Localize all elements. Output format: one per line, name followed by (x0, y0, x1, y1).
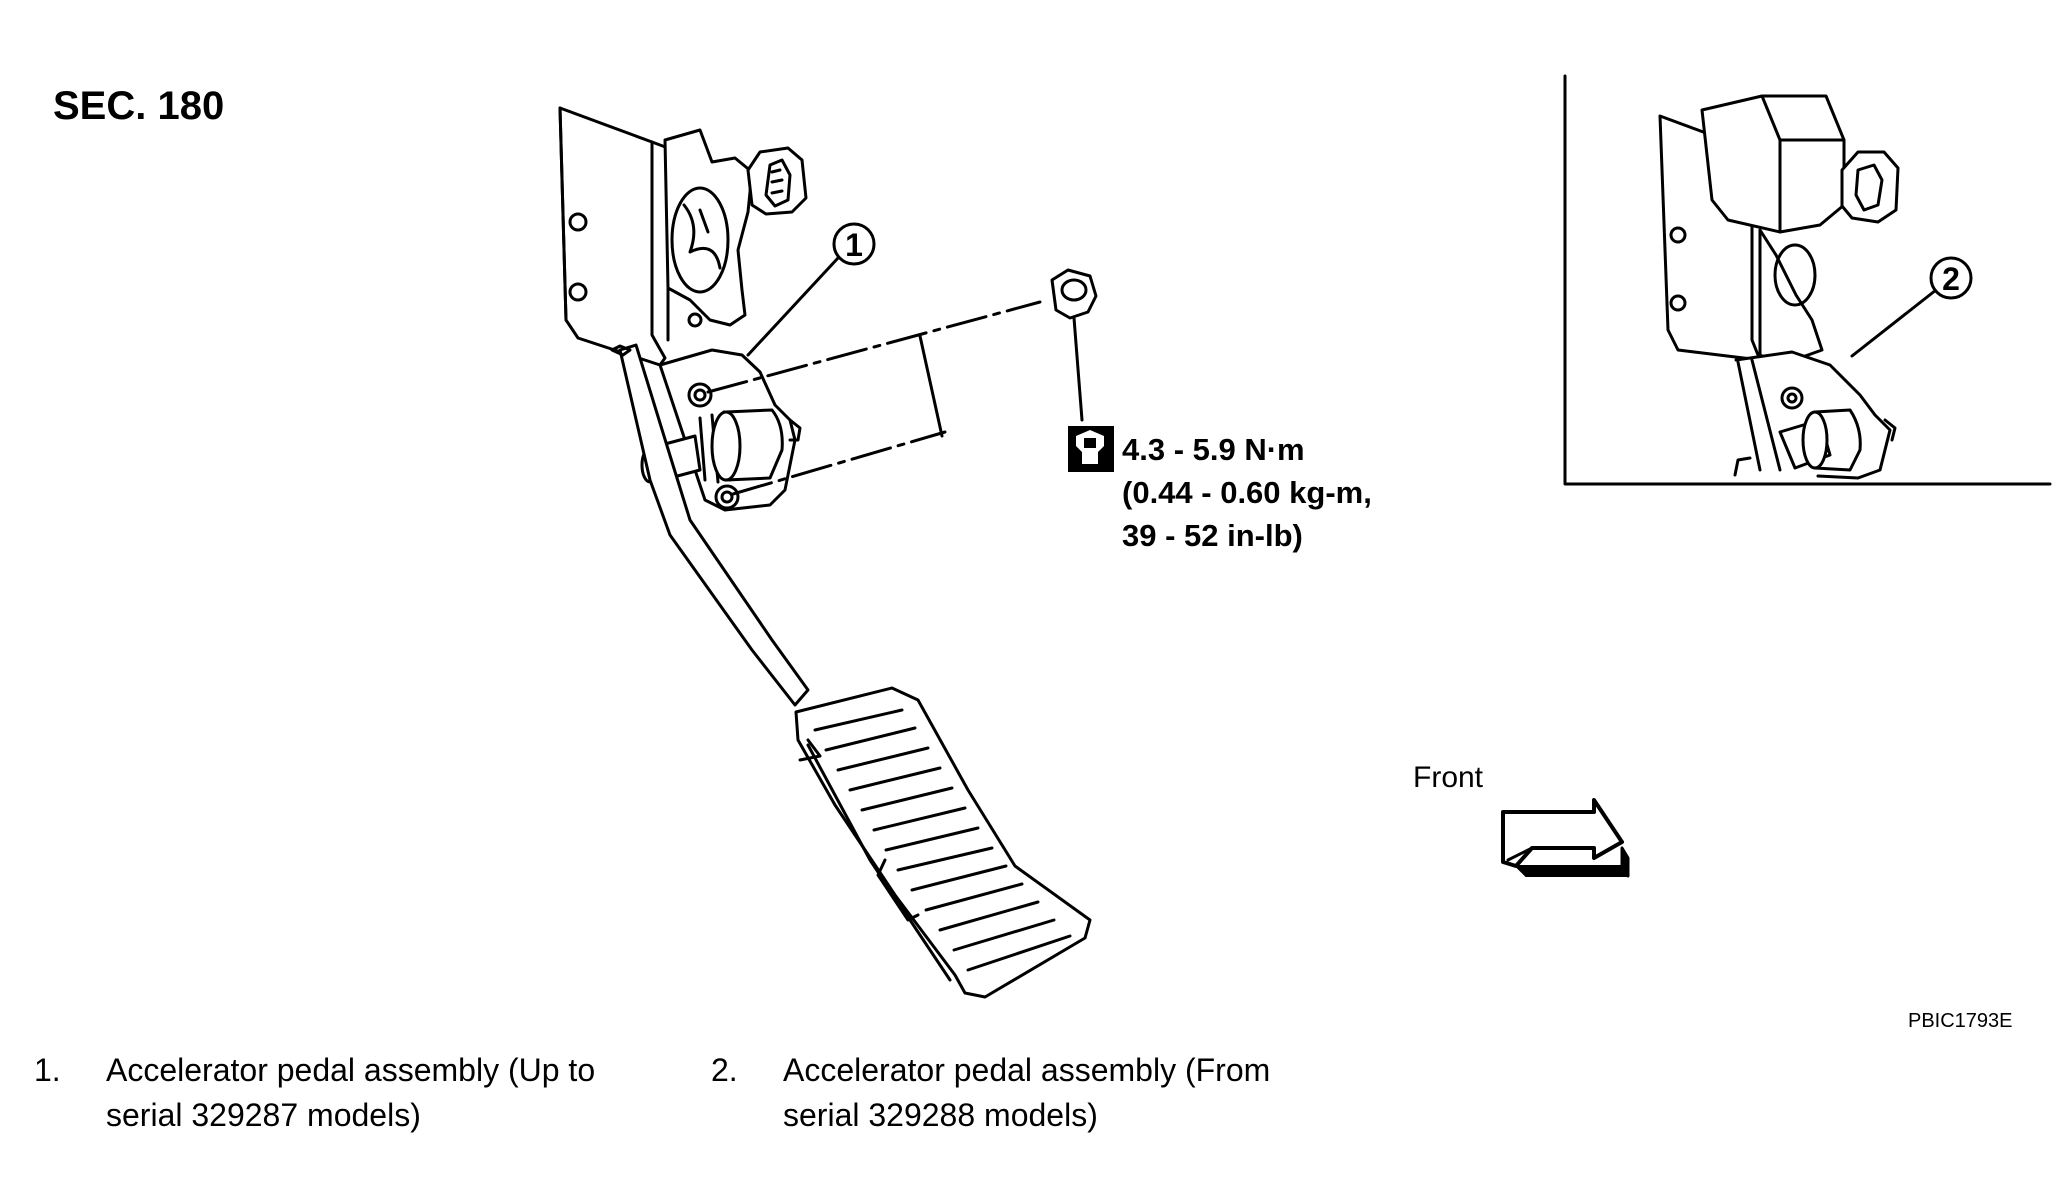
leader-line-2 (1850, 288, 1938, 358)
torque-line-3: 39 - 52 in-lb) (1122, 518, 1303, 553)
legend-text-line: Accelerator pedal assembly (Up to (106, 1052, 596, 1088)
callout-2-circle (1929, 256, 1973, 300)
legend-number: 2. (711, 1052, 738, 1088)
pedal-assembly-2 (1658, 94, 1900, 480)
legend-text-line: serial 329288 models) (783, 1097, 1098, 1133)
mount-line-upper (706, 300, 1042, 394)
torque-line-1: 4.3 - 5.9 N·m (1122, 432, 1305, 467)
callout-1-number: 1 (845, 227, 863, 263)
legend-text-line: Accelerator pedal assembly (From (783, 1052, 1271, 1088)
front-label: Front (1413, 761, 1484, 794)
callout-2-number: 2 (1942, 261, 1960, 297)
callout-1-circle (832, 222, 876, 266)
figure-code: PBIC1793E (1908, 1010, 2013, 1032)
legend-text: Accelerator pedal assembly (From serial … (783, 1048, 1383, 1138)
legend-text: Accelerator pedal assembly (Up to serial… (106, 1048, 706, 1138)
torque-wrench-icon (1068, 426, 1114, 472)
mount-nut (1050, 268, 1098, 422)
front-arrow-icon (1501, 798, 1630, 878)
torque-line-2: (0.44 - 0.60 kg-m, (1122, 475, 1372, 510)
legend-text-line: serial 329287 models) (106, 1097, 421, 1133)
pedal-assembly-1 (558, 106, 1092, 999)
mount-bracket-line (918, 334, 944, 438)
section-label: SEC. 180 (53, 84, 225, 128)
torque-spec: 4.3 - 5.9 N·m (0.44 - 0.60 kg-m, 39 - 52… (1122, 428, 1372, 557)
legend-number: 1. (34, 1052, 61, 1088)
leader-line-1 (746, 256, 840, 357)
mount-line-lower (731, 430, 947, 496)
inset-frame (1563, 74, 2052, 486)
